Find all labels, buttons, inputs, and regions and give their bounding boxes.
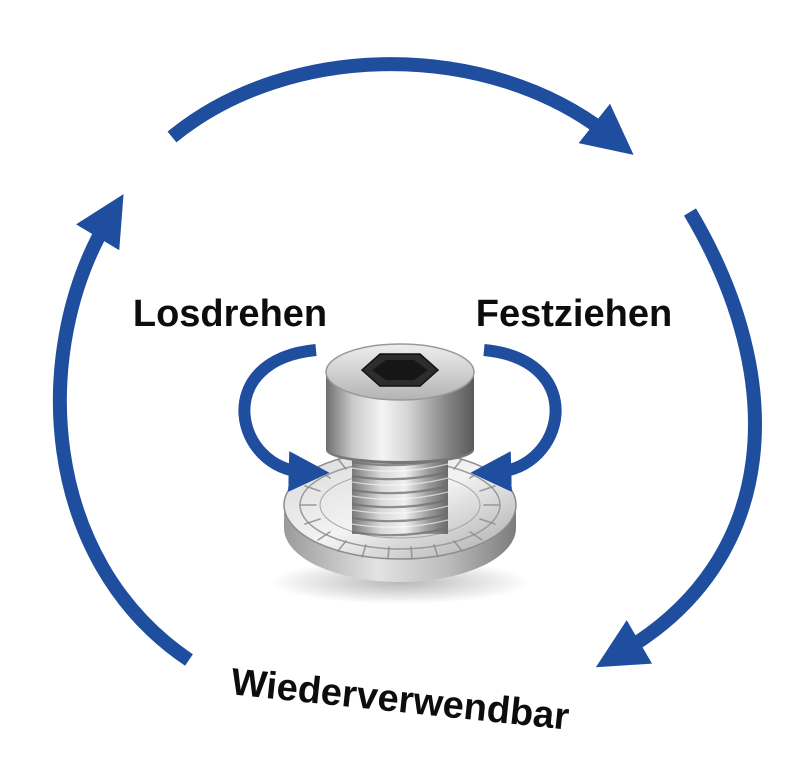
label-loosen: Losdrehen [133,293,327,335]
screw-with-locking-washer-icon [270,343,530,604]
cycle-arrow-left-icon [53,194,193,666]
label-tighten: Festziehen [476,293,672,335]
outer-cycle-arrows [53,57,762,668]
label-reusable: Wiederverwendbar [229,661,571,738]
cycle-arrow-top-icon [167,57,634,155]
counterclockwise-arrow-icon [238,344,330,492]
clockwise-arrow-icon [470,344,562,492]
cycle-arrow-right-icon [595,208,762,668]
